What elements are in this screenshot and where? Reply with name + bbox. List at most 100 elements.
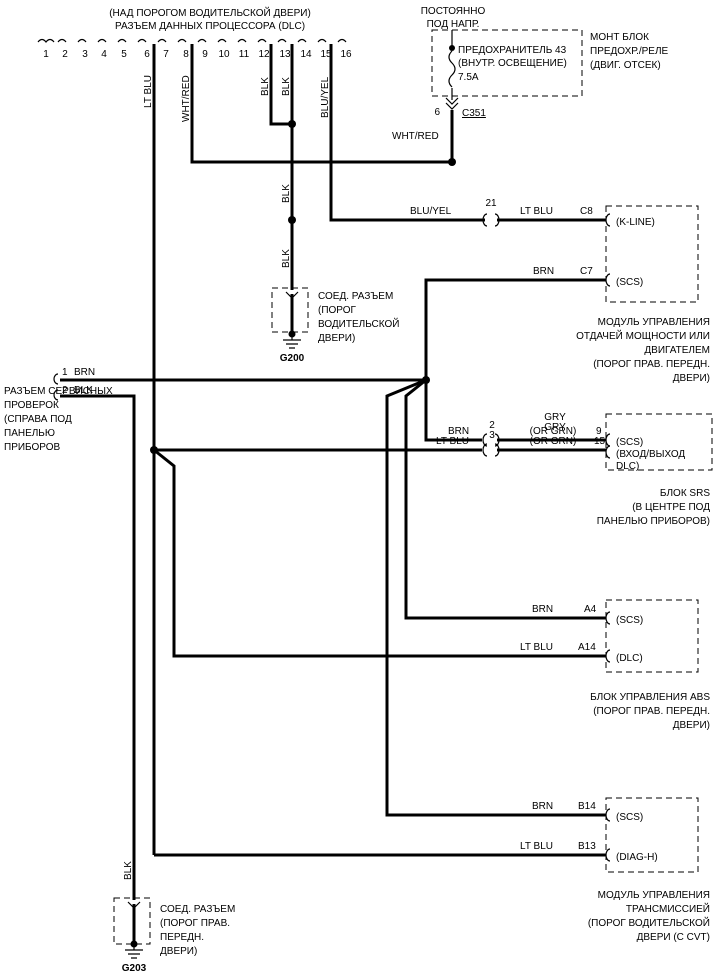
pcm-c8-pin-icon	[605, 213, 611, 227]
blu-yel-wire	[329, 44, 485, 222]
dlc-title-line2: РАЗЪЕМ ДАННЫХ ПРОЦЕССОРА (DLC)	[115, 21, 305, 32]
brn-srs-label: BRN	[448, 426, 469, 437]
pcm-label-c8: (K-LINE)	[616, 217, 655, 228]
lt-blu-srs-label: LT BLU	[436, 436, 469, 447]
scs-desc-line2: ПРОВЕРОК	[4, 400, 59, 411]
pcm-desc-line1: МОДУЛЬ УПРАВЛЕНИЯ	[598, 317, 710, 328]
blu-yel-h-label: BLU/YEL	[410, 206, 452, 217]
dlc-pin-9: 9	[202, 49, 208, 60]
abs-pin-a4: A4	[584, 604, 597, 615]
tcm-desc-line4: ДВЕРИ (С CVT)	[637, 932, 710, 943]
lt-blu-c8-label: LT BLU	[520, 206, 553, 217]
fuse-block-label-line3: (ДВИГ. ОТСЕК)	[590, 60, 661, 71]
ground-g200-icon	[283, 339, 301, 349]
scs-pin1-label: 1	[62, 367, 68, 378]
c351-pin-label: 6	[434, 107, 440, 118]
scs-wire2-label: BLK	[74, 385, 93, 396]
pcm-outline	[605, 205, 699, 303]
fuse-label-line2: (ВНУТР. ОСВЕЩЕНИЕ)	[458, 58, 567, 69]
pcm-desc-line4: (ПОРОГ ПРАВ. ПЕРЕДН.	[593, 359, 710, 370]
dlc-pin-2: 2	[62, 49, 68, 60]
g203-desc-line2: (ПОРОГ ПРАВ.	[160, 918, 230, 929]
srs-desc-line3: ПАНЕЛЬЮ ПРИБОРОВ)	[597, 516, 710, 527]
brn-c7-wire	[424, 278, 606, 380]
orgrn-2-label: (OR GRN)	[530, 436, 577, 447]
tcm-pin-b14: B14	[578, 801, 596, 812]
tcm-label-b13: (DIAG-H)	[616, 852, 658, 863]
dlc-pin-11: 11	[239, 49, 250, 60]
dlc-pin-13: 13	[279, 49, 291, 60]
blk-pin12-label: BLK	[260, 77, 271, 96]
tcm-desc-line2: ТРАНСМИССИЕЙ	[626, 902, 710, 915]
pcm-c7-pin-icon	[605, 273, 611, 287]
pcm-desc-line5: ДВЕРИ)	[673, 373, 710, 384]
srs-inline-3: 3	[489, 430, 495, 441]
blk-pin12-wire	[269, 44, 292, 126]
gry-2-label: GRY	[544, 422, 566, 433]
dlc-pin-10: 10	[218, 49, 230, 60]
fuse-symbol-icon	[448, 50, 456, 88]
ground-g203-icon	[125, 949, 143, 959]
tcm-desc-line1: МОДУЛЬ УПРАВЛЕНИЯ	[598, 890, 710, 901]
abs-desc-line1: БЛОК УПРАВЛЕНИЯ ABS	[590, 692, 710, 703]
srs-label9: (SCS)	[616, 437, 643, 448]
dlc-pin-14: 14	[300, 49, 312, 60]
fuse-block-label-line2: ПРЕДОХР./РЕЛЕ	[590, 46, 669, 57]
abs-desc-line2: (ПОРОГ ПРАВ. ПЕРЕДН.	[593, 706, 710, 717]
fuse-block-label-line1: МОНТ БЛОК	[590, 32, 649, 43]
blk-scs-ground-wire	[60, 394, 136, 900]
dlc-pin-12: 12	[258, 49, 270, 60]
brn-a4-label: BRN	[532, 604, 553, 615]
srs-inline-2: 2	[489, 420, 495, 431]
blu-yel-dlc-label: BLU/YEL	[320, 76, 331, 118]
g203-label: G203	[122, 963, 147, 974]
scs-wire1-label: BRN	[74, 367, 95, 378]
brn-b14-label: BRN	[532, 801, 553, 812]
pcm-pin-c8: C8	[580, 206, 593, 217]
g203-desc-line1: СОЕД. РАЗЪЕМ	[160, 904, 235, 915]
lt-blu-a14-label: LT BLU	[520, 642, 553, 653]
lt-blu-b13-label: LT BLU	[520, 841, 553, 852]
tcm-label-b14: (SCS)	[616, 812, 643, 823]
abs-label-a14: (DLC)	[616, 653, 643, 664]
pcm-pin-c7: C7	[580, 266, 593, 277]
blk-wire-label-a: BLK	[281, 184, 292, 203]
abs-pin-a14: A14	[578, 642, 596, 653]
dlc-title-line1: (НАД ПОРОГОМ ВОДИТЕЛЬСКОЙ ДВЕРИ)	[109, 6, 311, 19]
brn-tcm-wire	[385, 378, 606, 817]
fuse-block-outline	[431, 29, 583, 97]
scs-pin2-label: 2	[62, 385, 68, 396]
fuse-label-line1: ПРЕДОХРАНИТЕЛЬ 43	[458, 45, 567, 56]
wht-red-wire	[190, 44, 452, 164]
dlc-pin-1: 1	[43, 49, 49, 60]
abs-desc-line3: ДВЕРИ)	[673, 720, 710, 731]
orgrn-1-label: (OR GRN)	[530, 426, 577, 437]
scs-desc-line5: ПРИБОРОВ	[4, 442, 61, 453]
wht-red-dlc-label: WHT/RED	[181, 75, 192, 122]
scs-desc-line4: ПАНЕЛЬЮ	[4, 428, 55, 439]
abs-outline	[605, 599, 699, 673]
g200-connector-outline	[271, 287, 309, 333]
brn-abs-wire	[404, 378, 606, 620]
brn-c7-label: BRN	[533, 266, 554, 277]
connector-c351-icon	[445, 97, 459, 110]
dlc-pin-15: 15	[320, 49, 332, 60]
srs-pin9-icon	[605, 433, 611, 447]
blk-splice-mid	[288, 216, 296, 224]
dlc-pin-16: 16	[340, 49, 352, 60]
tcm-b13-pin-icon	[605, 848, 611, 862]
scs-desc-line3: (СПРАВА ПОД	[4, 414, 72, 425]
tcm-desc-line3: (ПОРОГ ВОДИТЕЛЬСКОЙ	[588, 916, 710, 929]
g203-connector-outline	[113, 897, 151, 945]
g203-desc-line4: ДВЕРИ)	[160, 946, 197, 957]
dlc-pin-4: 4	[101, 49, 107, 60]
g200-desc-line2: (ПОРОГ	[318, 305, 357, 316]
lt-blu-abs-wire	[153, 448, 606, 658]
srs-label15a: (ВХОД/ВЫХОД	[616, 449, 685, 460]
inline-21-label: 21	[485, 198, 497, 209]
srs-pin15-icon	[605, 445, 611, 459]
brn-srs-wire	[424, 380, 482, 442]
blk-pin13-label: BLK	[281, 77, 292, 96]
g200-desc-line3: ВОДИТЕЛЬСКОЙ	[318, 317, 399, 330]
